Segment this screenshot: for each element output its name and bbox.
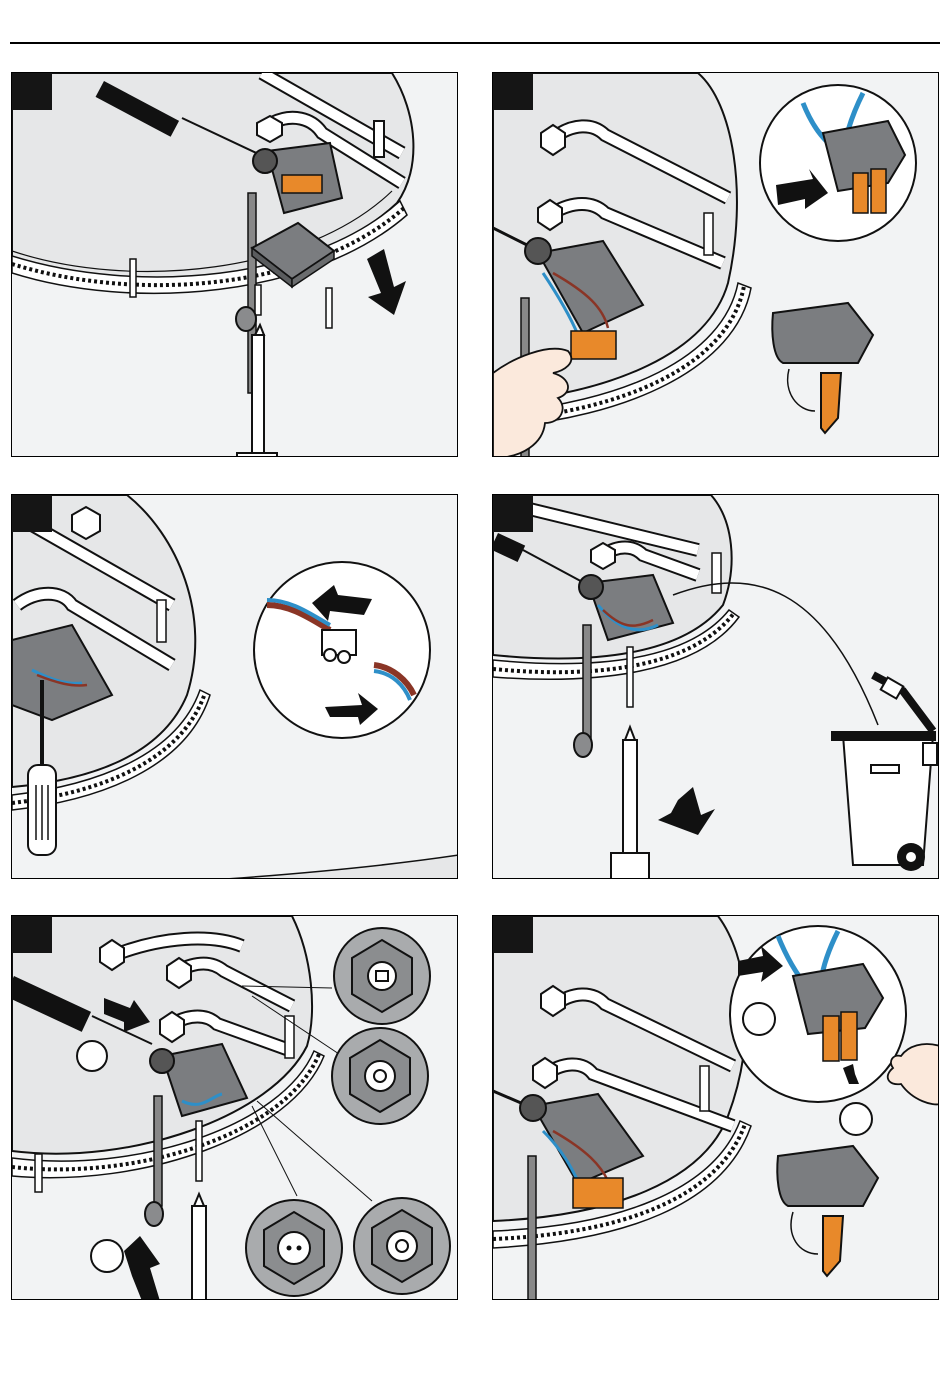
- down-arrow-icon: [367, 249, 406, 315]
- step-panel-1: [11, 72, 458, 457]
- illustration-step-6: [493, 916, 939, 1300]
- detail-circle-valve-b: [332, 1028, 428, 1124]
- step-number-badge-5: [12, 916, 52, 953]
- step-number-badge-2: [493, 73, 533, 110]
- detail-circle-valve-c: [246, 1200, 342, 1296]
- step-panel-3: [11, 494, 458, 879]
- illustration-step-2: [493, 73, 939, 457]
- step-number-badge-1: [12, 73, 52, 110]
- step-panel-5: [11, 915, 458, 1300]
- illustration-step-1: [12, 73, 458, 457]
- header-rule: [10, 42, 940, 44]
- step-panel-4: [492, 494, 939, 879]
- trash-bin-icon: [831, 675, 937, 871]
- step-number-badge-3: [12, 495, 52, 532]
- detail-circle-valve-a: [334, 928, 430, 1024]
- up-arrow-icon: [124, 1236, 160, 1300]
- illustration-step-4: [493, 495, 939, 879]
- down-arrow-icon: [658, 787, 715, 835]
- hand-icon: [493, 349, 571, 457]
- step-panel-6: [492, 915, 939, 1300]
- illustration-step-3: [12, 495, 458, 879]
- step-number-badge-4: [493, 495, 533, 532]
- detail-circle-valve-d: [354, 1198, 450, 1294]
- step-number-badge-6: [493, 916, 533, 953]
- illustration-step-5: [12, 916, 458, 1300]
- step-panel-2: [492, 72, 939, 457]
